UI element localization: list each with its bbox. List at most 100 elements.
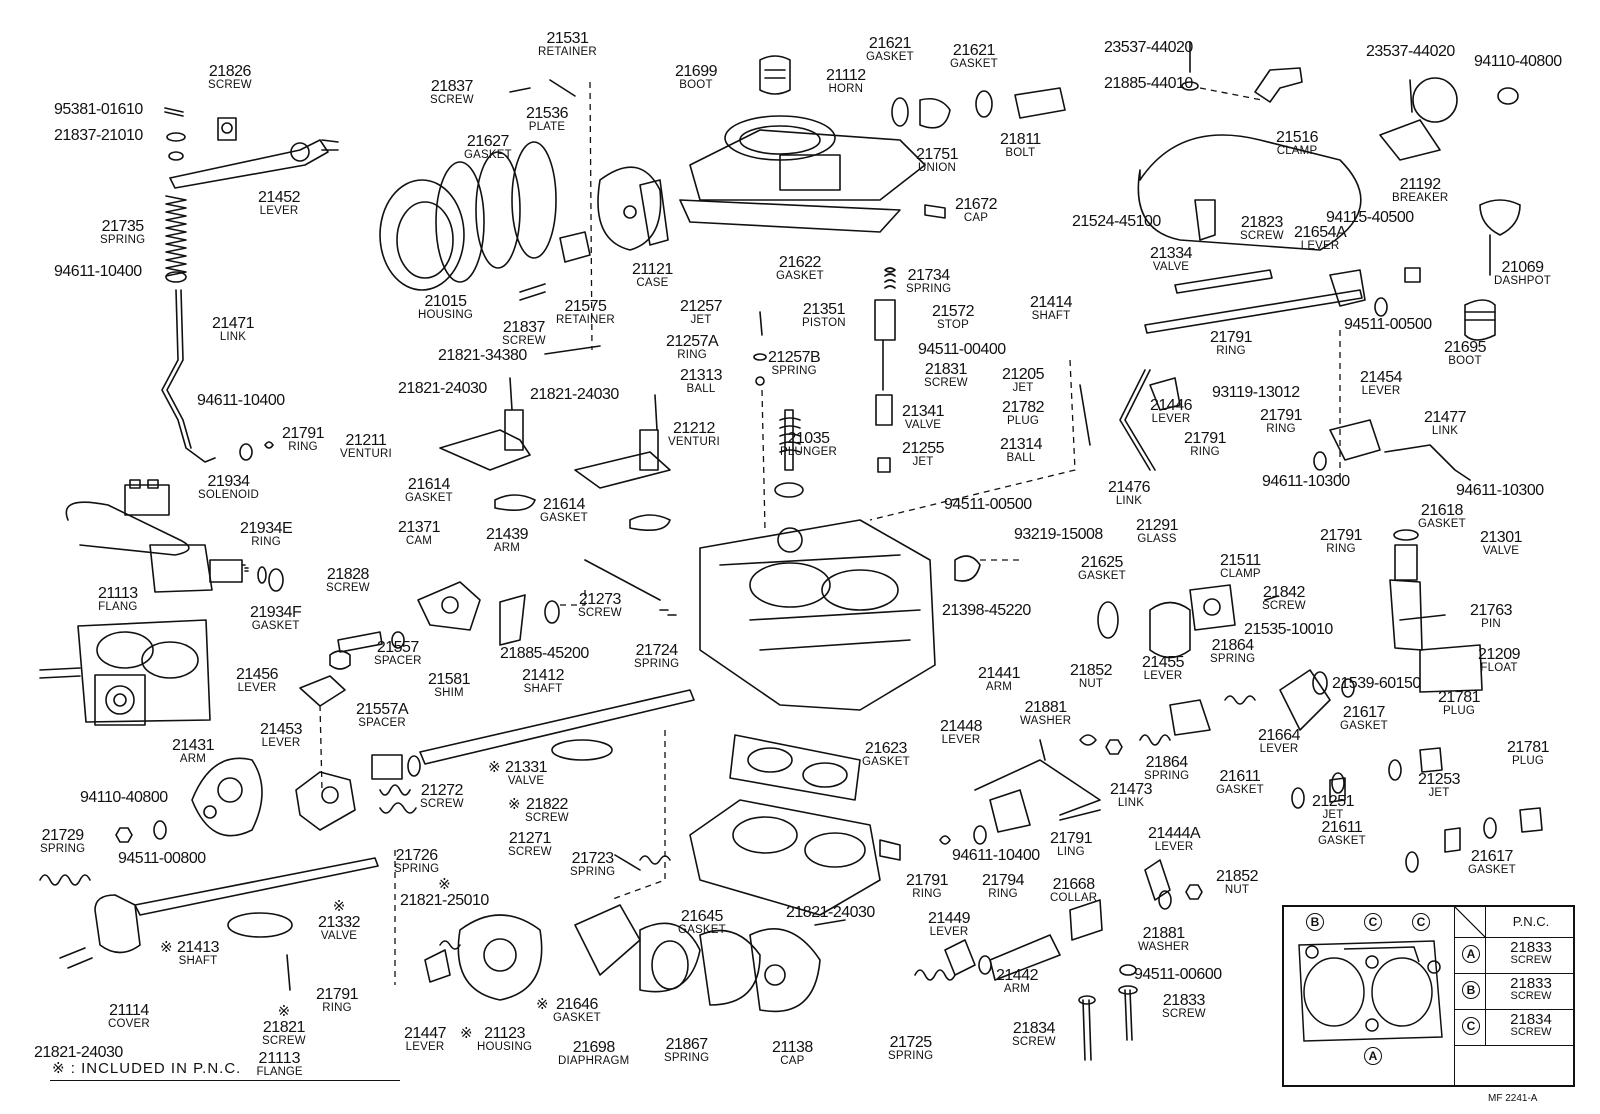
part-label: 21837-21010 [54,127,143,144]
legend-mark-c: C [1412,913,1430,931]
part-label: 94511-00500 [944,496,1032,513]
part-label: 94511-00600 [1134,966,1222,983]
part-label: 94611-10300 [1262,473,1350,490]
part-label: 94511-00500 [1344,316,1432,333]
part-label: 94611-10300 [1456,482,1544,499]
footnote-underline [50,1080,400,1081]
part-label: 94611-10400 [197,392,285,409]
legend-flange-illustration: B C C A [1284,907,1454,1085]
part-label: 21821-24030 [530,386,619,403]
footnote-pnc: 21113 [258,1050,301,1067]
legend-mark-c: C [1364,913,1382,931]
included-footnote: ※ : INCLUDED IN P.N.C. 21113 FLANGE [52,1051,303,1079]
part-label: 95381-01610 [54,101,143,118]
footnote-name: FLANGE [256,1066,303,1078]
part-label: 94511-00400 [918,341,1006,358]
part-label: 94115-40500 [1326,209,1414,226]
part-label: 23537-44020 [1104,39,1193,56]
part-label: 21885-44010 [1104,75,1193,92]
part-label: 94110-40800 [80,789,168,806]
part-label: 93219-15008 [1014,526,1103,543]
